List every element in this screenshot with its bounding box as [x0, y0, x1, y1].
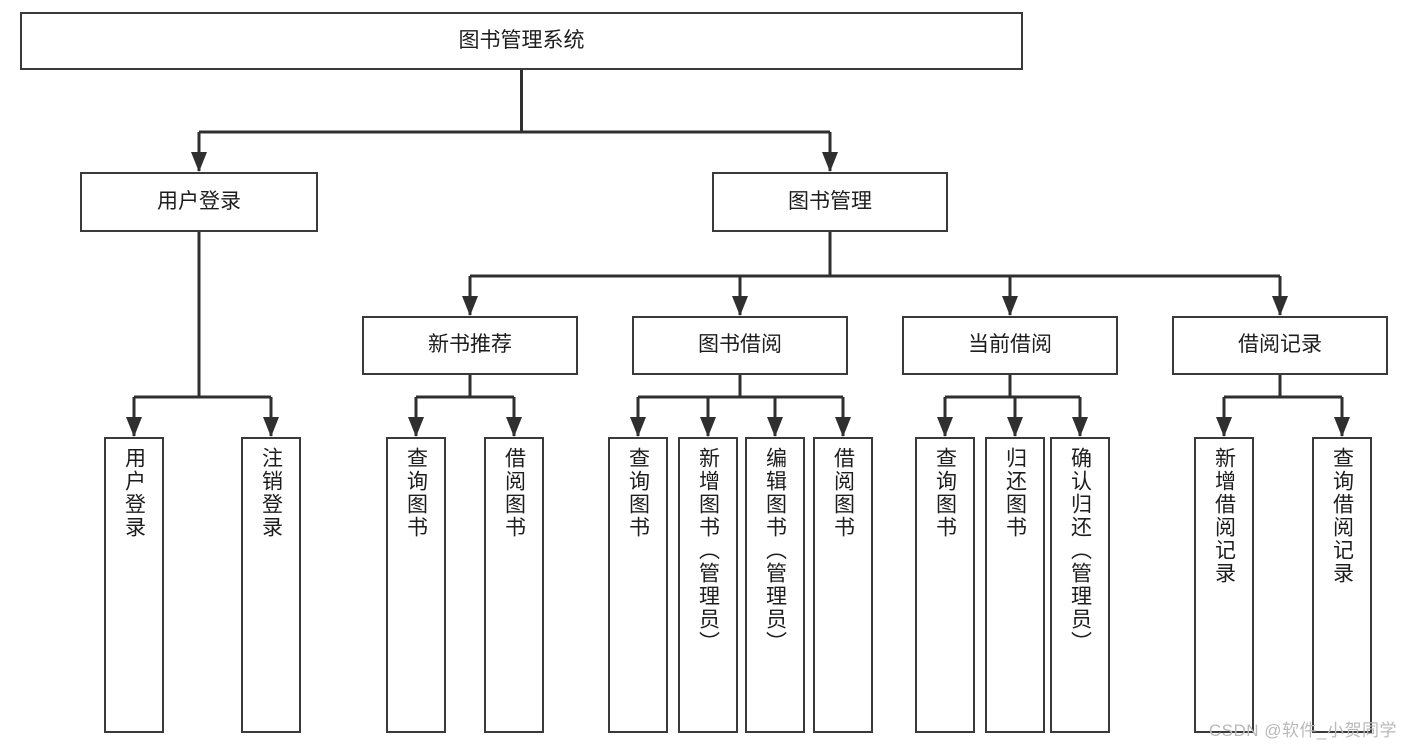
node-leaf-borrow-book-2[interactable]: 借阅图书	[813, 437, 873, 733]
node-leaf-user-login[interactable]: 用户登录	[104, 437, 164, 733]
node-label: 图书借阅	[698, 333, 782, 357]
node-leaf-add-book[interactable]: 新增图书（管理员）	[678, 437, 738, 733]
node-leaf-query-book-1[interactable]: 查询图书	[386, 437, 446, 733]
node-user-login[interactable]: 用户登录	[80, 172, 318, 232]
node-leaf-borrow-book-1[interactable]: 借阅图书	[484, 437, 544, 733]
node-label: 用户登录	[122, 447, 146, 539]
node-leaf-return-book[interactable]: 归还图书	[985, 437, 1045, 733]
node-leaf-add-record[interactable]: 新增借阅记录	[1194, 437, 1254, 733]
node-label: 当前借阅	[968, 333, 1052, 357]
node-label: 用户登录	[157, 189, 241, 213]
node-borrow-record[interactable]: 借阅记录	[1172, 316, 1388, 375]
node-leaf-query-record[interactable]: 查询借阅记录	[1312, 437, 1372, 733]
node-label: 新书推荐	[428, 333, 512, 357]
node-label: 新增图书（管理员）	[696, 447, 720, 654]
node-label: 查询图书	[626, 447, 650, 539]
node-label: 确认归还（管理员）	[1068, 447, 1092, 654]
node-leaf-edit-book[interactable]: 编辑图书（管理员）	[745, 437, 805, 733]
node-leaf-logout[interactable]: 注销登录	[241, 437, 301, 733]
node-root[interactable]: 图书管理系统	[20, 12, 1023, 70]
node-new-book-rec[interactable]: 新书推荐	[362, 316, 578, 375]
node-book-manage[interactable]: 图书管理	[712, 172, 948, 232]
node-leaf-query-book-3[interactable]: 查询图书	[915, 437, 975, 733]
node-label: 借阅图书	[502, 447, 526, 539]
node-current-borrow[interactable]: 当前借阅	[902, 316, 1118, 375]
node-book-borrow[interactable]: 图书借阅	[632, 316, 848, 375]
node-label: 查询借阅记录	[1330, 447, 1354, 585]
node-leaf-query-book-2[interactable]: 查询图书	[608, 437, 668, 733]
node-label: 图书管理	[788, 189, 872, 213]
node-label: 图书管理系统	[458, 28, 585, 52]
node-label: 注销登录	[259, 447, 283, 539]
node-leaf-confirm-return[interactable]: 确认归还（管理员）	[1050, 437, 1110, 733]
node-label: 查询图书	[404, 447, 428, 539]
node-label: 编辑图书（管理员）	[763, 447, 787, 654]
node-label: 归还图书	[1003, 447, 1027, 539]
node-label: 查询图书	[933, 447, 957, 539]
node-label: 借阅记录	[1238, 333, 1322, 357]
node-label: 新增借阅记录	[1212, 447, 1236, 585]
watermark: CSDN @软件_小贺同学	[1208, 721, 1397, 740]
node-label: 借阅图书	[831, 447, 855, 539]
